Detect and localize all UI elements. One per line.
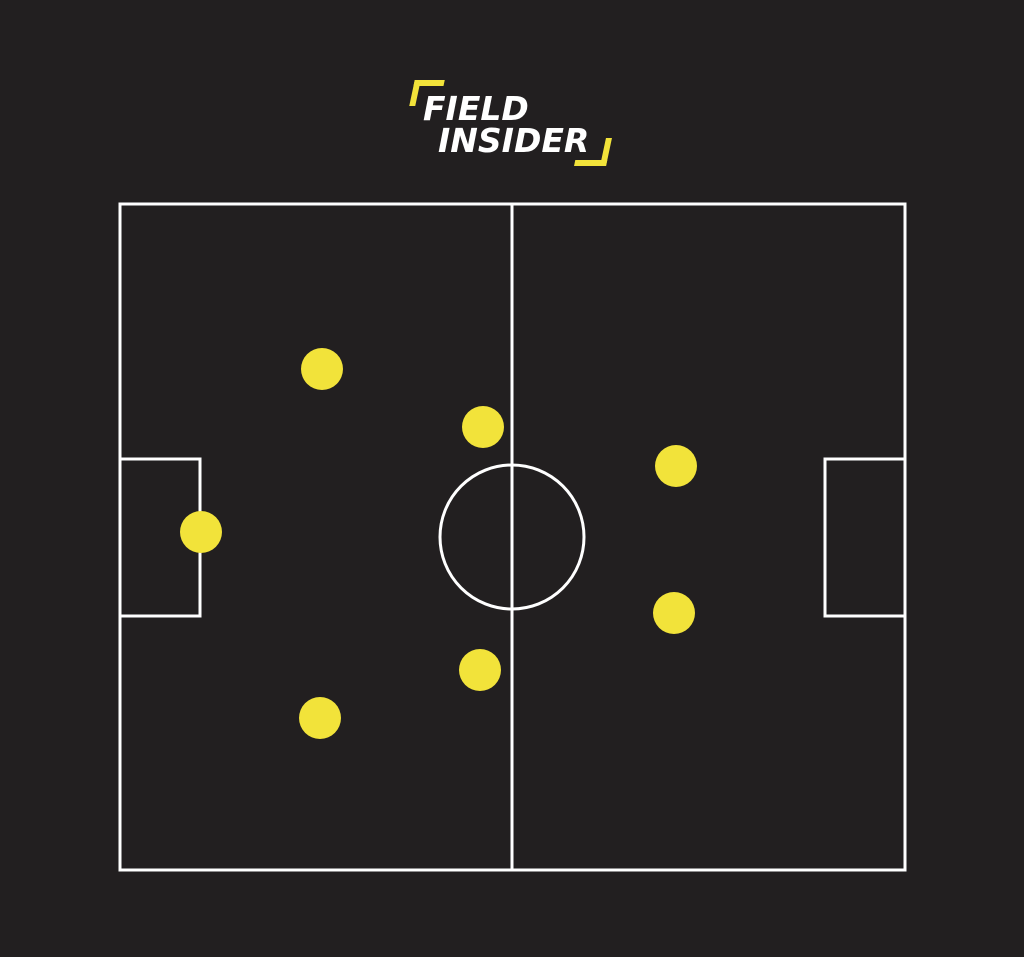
players: [180, 348, 697, 739]
right-penalty-box: [823, 457, 907, 618]
pitch-markings: [118, 202, 907, 872]
player-goalkeeper: [180, 511, 222, 553]
player-midfielder-top: [462, 406, 504, 448]
player-forward-top: [655, 445, 697, 487]
player-defender-top: [301, 348, 343, 390]
player-defender-bottom: [299, 697, 341, 739]
center-circle: [438, 463, 586, 611]
player-forward-bottom: [653, 592, 695, 634]
logo-text-line1: FIELD: [423, 89, 529, 128]
field-insider-logo: FIELD INSIDER: [405, 74, 617, 174]
logo-text-line2: INSIDER: [438, 121, 590, 160]
player-midfielder-bottom: [459, 649, 501, 691]
